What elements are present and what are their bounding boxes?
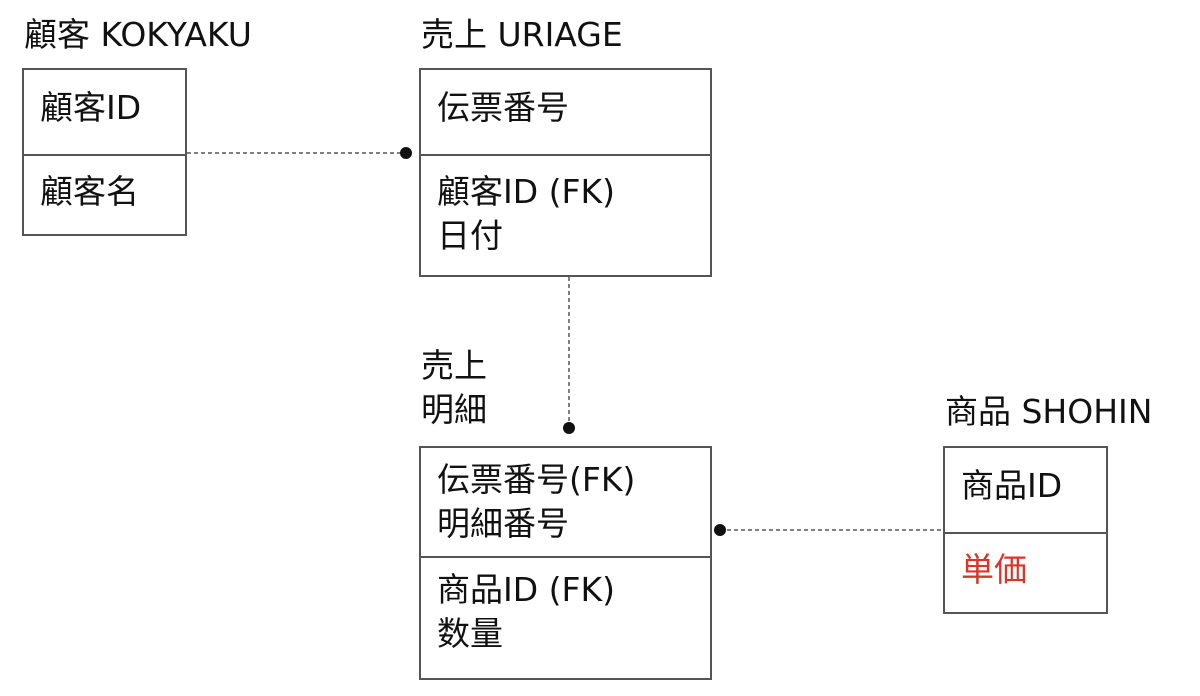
entity-meisai-attr-section: 商品ID (FK) 数量: [421, 556, 710, 678]
entity-shohin-pk-section: 商品ID: [945, 448, 1106, 532]
entity-title-meisai-line2: 明細: [421, 390, 487, 429]
entity-meisai-pk-section: 伝票番号(FK) 明細番号: [421, 448, 710, 556]
entity-kokyaku-pk-section: 顧客ID: [24, 70, 185, 154]
entity-title-uriage: 売上 URIAGE: [421, 15, 623, 54]
attr-meisai-shohin-fk: 商品ID (FK): [437, 570, 616, 609]
connector-end-dot-meisai-top: [563, 422, 575, 434]
entity-title-meisai-line1: 売上: [421, 346, 487, 385]
attr-shohin-price: 単価: [961, 550, 1027, 589]
attr-meisai-no: 明細番号: [437, 504, 569, 543]
entity-kokyaku-attr-section: 顧客名: [24, 154, 185, 234]
attr-meisai-quantity: 数量: [437, 614, 503, 653]
connector-end-dot-uriage: [400, 147, 412, 159]
attr-meisai-denpyo-fk: 伝票番号(FK): [437, 460, 636, 499]
attr-uriage-date: 日付: [437, 216, 503, 255]
connector-end-dot-meisai-right: [714, 524, 726, 536]
entity-uriage-attr-section: 顧客ID (FK) 日付: [421, 154, 710, 275]
attr-kokyaku-name: 顧客名: [40, 172, 139, 211]
entity-uriage-pk-section: 伝票番号: [421, 70, 710, 154]
entity-meisai[interactable]: 伝票番号(FK) 明細番号 商品ID (FK) 数量: [419, 446, 712, 680]
attr-kokyaku-id: 顧客ID: [40, 88, 142, 127]
entity-title-kokyaku: 顧客 KOKYAKU: [24, 15, 252, 54]
attr-shohin-id: 商品ID: [961, 466, 1063, 505]
attr-uriage-kokyaku-fk: 顧客ID (FK): [437, 172, 616, 211]
entity-title-shohin: 商品 SHOHIN: [945, 392, 1153, 431]
entity-shohin[interactable]: 商品ID 単価: [943, 446, 1108, 614]
entity-shohin-attr-section: 単価: [945, 532, 1106, 612]
entity-uriage[interactable]: 伝票番号 顧客ID (FK) 日付: [419, 68, 712, 277]
attr-uriage-denpyo: 伝票番号: [437, 88, 569, 127]
entity-kokyaku[interactable]: 顧客ID 顧客名: [22, 68, 187, 236]
